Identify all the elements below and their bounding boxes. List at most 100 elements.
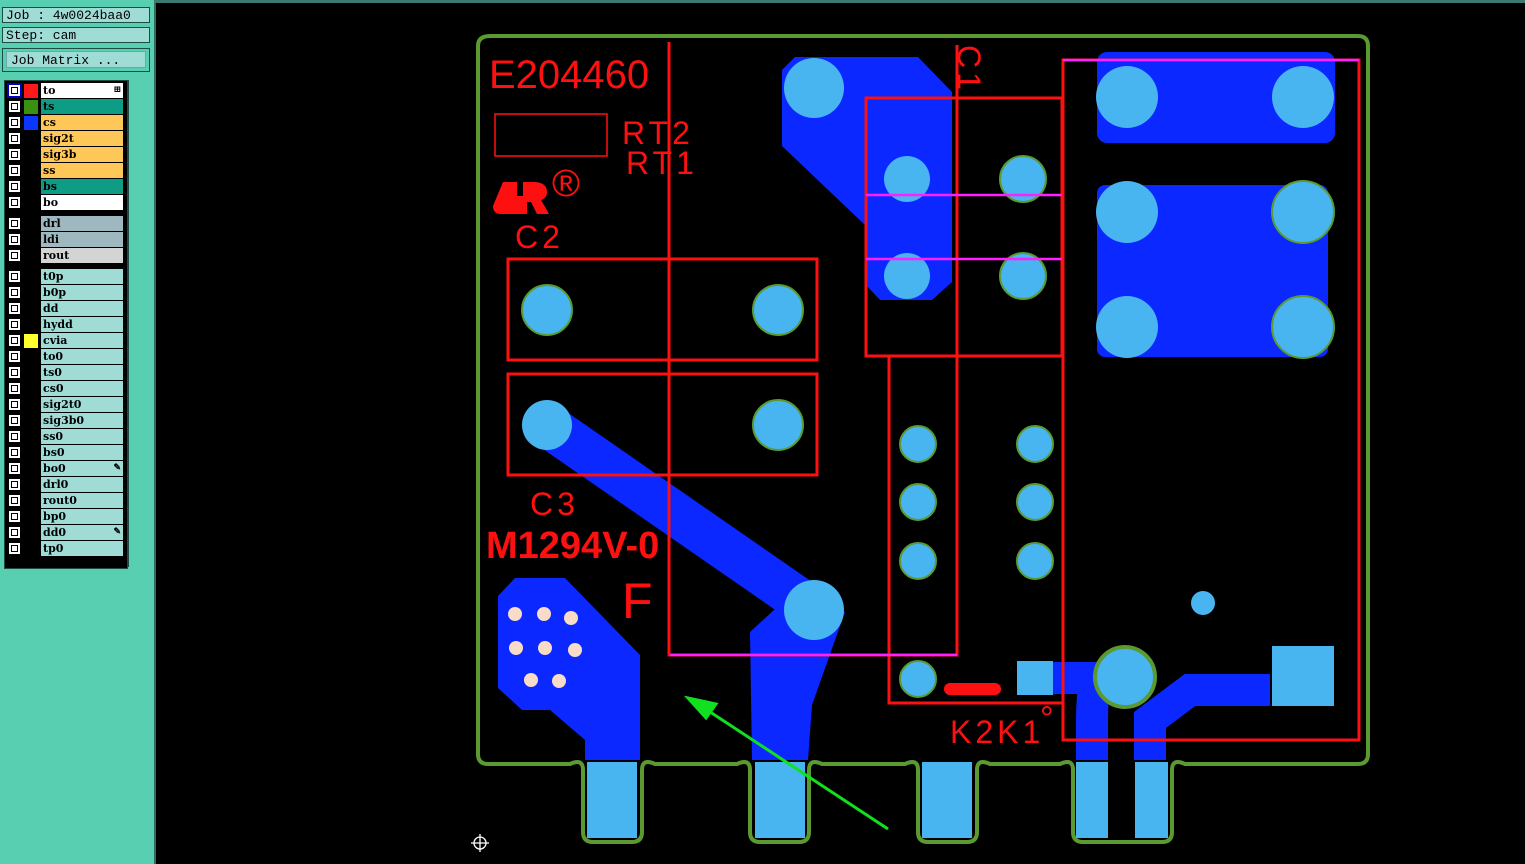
layer-row-t0p[interactable]: t0p bbox=[7, 269, 125, 284]
layer-name-text: dd bbox=[43, 302, 59, 315]
layer-name[interactable]: ss bbox=[41, 163, 123, 178]
layer-name[interactable]: ss0 bbox=[41, 429, 123, 444]
layer-checkbox[interactable] bbox=[9, 527, 20, 538]
layer-checkbox[interactable] bbox=[9, 197, 20, 208]
layer-name[interactable]: dd bbox=[41, 301, 123, 316]
layer-checkbox[interactable] bbox=[9, 543, 20, 554]
layer-row-b0p[interactable]: b0p bbox=[7, 285, 125, 300]
layer-checkbox[interactable] bbox=[9, 383, 20, 394]
layer-list-scrollbar[interactable] bbox=[128, 80, 151, 567]
layer-checkbox[interactable] bbox=[9, 181, 20, 192]
layer-name-text: b0p bbox=[43, 286, 67, 299]
layer-name[interactable]: b0p bbox=[41, 285, 123, 300]
crosshair-icon bbox=[471, 834, 489, 852]
layer-name[interactable]: drl bbox=[41, 216, 123, 231]
layer-row-ss0[interactable]: ss0 bbox=[7, 429, 125, 444]
layer-row-ts0[interactable]: ts0 bbox=[7, 365, 125, 380]
layer-name[interactable]: hydd bbox=[41, 317, 123, 332]
layer-name[interactable]: bs0 bbox=[41, 445, 123, 460]
layer-checkbox[interactable] bbox=[9, 117, 20, 128]
silk-rt2: RT2 bbox=[622, 115, 694, 151]
layer-name-text: tp0 bbox=[43, 542, 64, 555]
layer-row-rout[interactable]: rout bbox=[7, 248, 125, 263]
layer-row-sig2t0[interactable]: sig2t0 bbox=[7, 397, 125, 412]
layer-row-drl[interactable]: drl bbox=[7, 216, 125, 231]
layer-row-ss[interactable]: ss bbox=[7, 163, 125, 178]
layer-name-text: ts0 bbox=[43, 366, 62, 379]
layer-name-text: dd0 bbox=[43, 526, 67, 539]
layer-color-swatch bbox=[24, 116, 38, 130]
layer-checkbox[interactable] bbox=[9, 234, 20, 245]
layer-row-bo[interactable]: bo bbox=[7, 195, 125, 210]
layer-name[interactable]: sig3b bbox=[41, 147, 123, 162]
layer-name[interactable]: drl0 bbox=[41, 477, 123, 492]
layer-name[interactable]: rout0 bbox=[41, 493, 123, 508]
layer-name[interactable]: sig3b0 bbox=[41, 413, 123, 428]
layer-checkbox[interactable] bbox=[9, 495, 20, 506]
layer-row-bo0[interactable]: bo0✎ bbox=[7, 461, 125, 476]
layer-checkbox[interactable] bbox=[9, 271, 20, 282]
layer-row-bs[interactable]: bs bbox=[7, 179, 125, 194]
layer-name[interactable]: bp0 bbox=[41, 509, 123, 524]
layer-row-bs0[interactable]: bs0 bbox=[7, 445, 125, 460]
layer-name[interactable]: cs bbox=[41, 115, 123, 130]
layer-name[interactable]: dd0✎ bbox=[41, 525, 123, 540]
job-matrix-button[interactable]: Job Matrix ... bbox=[2, 48, 150, 72]
layer-row-cvia[interactable]: cvia bbox=[7, 333, 125, 348]
layer-name[interactable]: bo0✎ bbox=[41, 461, 123, 476]
layer-row-rout0[interactable]: rout0 bbox=[7, 493, 125, 508]
layer-name-text: rout0 bbox=[43, 494, 77, 507]
layer-row-cs0[interactable]: cs0 bbox=[7, 381, 125, 396]
layer-checkbox[interactable] bbox=[9, 479, 20, 490]
layer-checkbox[interactable] bbox=[9, 319, 20, 330]
layer-row-drl0[interactable]: drl0 bbox=[7, 477, 125, 492]
layer-row-dd[interactable]: dd bbox=[7, 301, 125, 316]
layer-checkbox[interactable] bbox=[9, 165, 20, 176]
layer-row-to[interactable]: to⊞ bbox=[7, 83, 125, 98]
layer-name[interactable]: cs0 bbox=[41, 381, 123, 396]
layer-row-hydd[interactable]: hydd bbox=[7, 317, 125, 332]
layer-checkbox[interactable] bbox=[9, 415, 20, 426]
layer-row-ldi[interactable]: ldi bbox=[7, 232, 125, 247]
silk-m1294v0: M1294V-0 bbox=[486, 525, 659, 567]
layer-checkbox[interactable] bbox=[9, 431, 20, 442]
layer-checkbox[interactable] bbox=[9, 335, 20, 346]
layer-row-cs[interactable]: cs bbox=[7, 115, 125, 130]
layer-name[interactable]: t0p bbox=[41, 269, 123, 284]
layer-checkbox[interactable] bbox=[9, 101, 20, 112]
layer-name[interactable]: cvia bbox=[41, 333, 123, 348]
layer-row-to0[interactable]: to0 bbox=[7, 349, 125, 364]
layer-checkbox[interactable] bbox=[9, 250, 20, 261]
layer-row-sig2t[interactable]: sig2t bbox=[7, 131, 125, 146]
layer-name[interactable]: ts bbox=[41, 99, 123, 114]
layer-name[interactable]: ldi bbox=[41, 232, 123, 247]
layer-name[interactable]: bo bbox=[41, 195, 123, 210]
layer-checkbox[interactable] bbox=[9, 463, 20, 474]
layer-checkbox[interactable] bbox=[9, 447, 20, 458]
layer-checkbox[interactable] bbox=[9, 303, 20, 314]
layer-name[interactable]: ts0 bbox=[41, 365, 123, 380]
layer-name[interactable]: to⊞ bbox=[41, 83, 123, 98]
layer-checkbox[interactable] bbox=[9, 218, 20, 229]
layer-name[interactable]: tp0 bbox=[41, 541, 123, 556]
layer-name[interactable]: bs bbox=[41, 179, 123, 194]
layer-name[interactable]: sig2t0 bbox=[41, 397, 123, 412]
layer-row-dd0[interactable]: dd0✎ bbox=[7, 525, 125, 540]
layer-checkbox[interactable] bbox=[9, 149, 20, 160]
layer-row-bp0[interactable]: bp0 bbox=[7, 509, 125, 524]
layer-checkbox[interactable] bbox=[9, 367, 20, 378]
layer-checkbox[interactable] bbox=[9, 511, 20, 522]
layer-name[interactable]: sig2t bbox=[41, 131, 123, 146]
layer-row-tp0[interactable]: tp0 bbox=[7, 541, 125, 556]
layer-name[interactable]: to0 bbox=[41, 349, 123, 364]
layer-row-ts[interactable]: ts bbox=[7, 99, 125, 114]
layer-checkbox[interactable] bbox=[9, 287, 20, 298]
layer-name[interactable]: rout bbox=[41, 248, 123, 263]
layer-checkbox[interactable] bbox=[9, 399, 20, 410]
layer-checkbox[interactable] bbox=[7, 83, 22, 98]
layer-row-sig3b0[interactable]: sig3b0 bbox=[7, 413, 125, 428]
layer-checkbox[interactable] bbox=[9, 351, 20, 362]
layer-checkbox[interactable] bbox=[9, 133, 20, 144]
layer-row-sig3b[interactable]: sig3b bbox=[7, 147, 125, 162]
